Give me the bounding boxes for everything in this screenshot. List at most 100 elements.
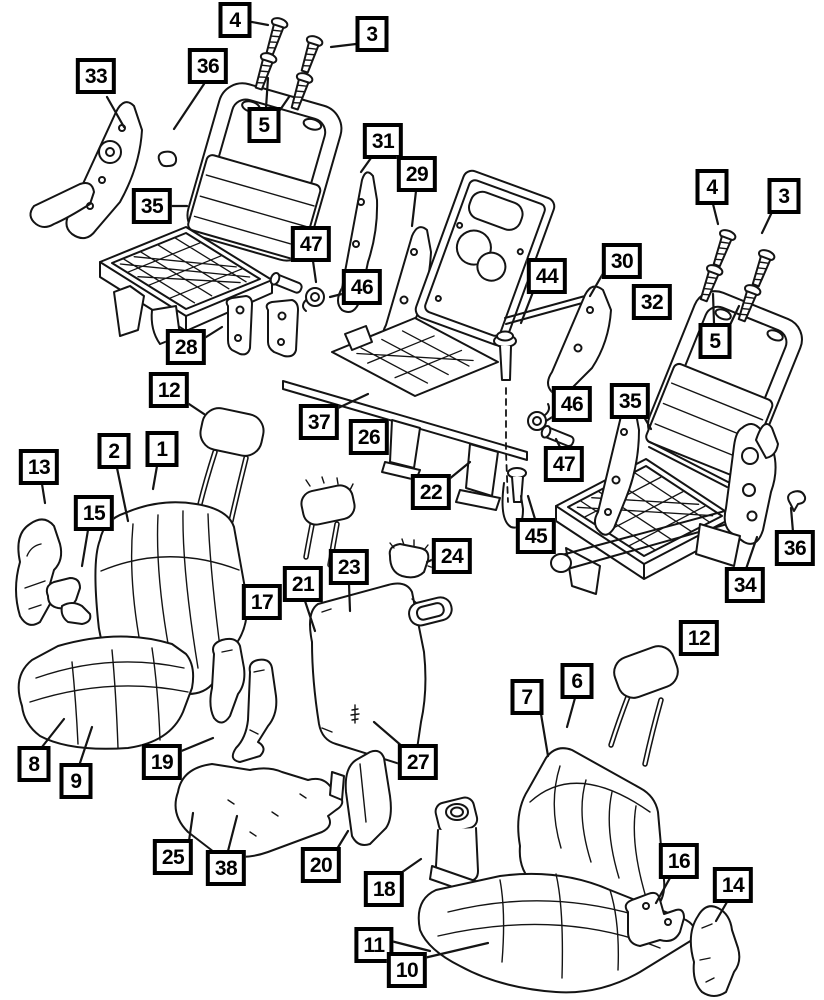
screw-45-and-hook — [501, 467, 527, 529]
leader-line-22 — [446, 460, 472, 482]
callout-47-25[interactable]: 47 — [543, 446, 585, 482]
callout-33-2[interactable]: 33 — [75, 58, 117, 94]
brackets-15 — [45, 577, 92, 625]
leader-line-6 — [565, 696, 577, 729]
callout-5-4[interactable]: 5 — [247, 107, 281, 143]
callout-6-36[interactable]: 6 — [560, 663, 594, 699]
headrest-12-left — [197, 407, 265, 524]
callout-13-22[interactable]: 13 — [18, 449, 60, 485]
latch-lever-right — [624, 891, 685, 947]
hook-clip-36-right — [787, 490, 807, 512]
leader-line-38 — [226, 814, 239, 853]
callout-18-46[interactable]: 18 — [363, 871, 405, 907]
callout-26-19[interactable]: 26 — [348, 419, 390, 455]
callout-2-23[interactable]: 2 — [97, 433, 131, 469]
callout-25-42[interactable]: 25 — [152, 839, 194, 875]
callout-37-18[interactable]: 37 — [298, 404, 340, 440]
leader-line-3 — [760, 210, 774, 235]
leader-line-7 — [539, 712, 550, 758]
callout-36-30[interactable]: 36 — [774, 530, 816, 566]
seatback-frame-left — [186, 82, 343, 262]
callout-35-20[interactable]: 35 — [609, 383, 651, 419]
callout-36-3[interactable]: 36 — [187, 48, 229, 84]
leader-line-5 — [711, 292, 716, 325]
callout-4-0[interactable]: 4 — [218, 2, 252, 38]
callout-15-27[interactable]: 15 — [73, 495, 115, 531]
callout-38-43[interactable]: 38 — [205, 850, 247, 886]
callout-47-10[interactable]: 47 — [290, 226, 332, 262]
callout-5-15[interactable]: 5 — [698, 323, 732, 359]
leader-line-37 — [334, 392, 370, 411]
leader-line-2 — [115, 466, 130, 523]
leader-line-1 — [151, 464, 159, 491]
callout-21-33[interactable]: 21 — [282, 566, 324, 602]
leader-line-5 — [278, 95, 291, 112]
leader-line-33 — [105, 95, 126, 129]
callout-9-41[interactable]: 9 — [59, 763, 93, 799]
recliner-30 — [504, 285, 612, 396]
back-panel-44 — [414, 169, 556, 347]
callout-8-38[interactable]: 8 — [17, 746, 51, 782]
leader-line-20 — [335, 829, 350, 851]
leader-line-45 — [526, 494, 537, 521]
spring-coil-46-right — [527, 403, 550, 431]
pivot-pin-47-left — [269, 271, 303, 294]
leader-line-25 — [187, 811, 195, 843]
callout-28-16[interactable]: 28 — [165, 329, 207, 365]
callout-30-11[interactable]: 30 — [601, 243, 643, 279]
leader-line-29 — [410, 189, 418, 228]
callout-12-17[interactable]: 12 — [148, 372, 190, 408]
leader-line-10 — [422, 941, 490, 960]
callout-16-45[interactable]: 16 — [658, 843, 700, 879]
leader-line-36 — [172, 82, 206, 131]
callout-3-1[interactable]: 3 — [355, 16, 389, 52]
leader-line-4 — [711, 202, 720, 226]
callout-10-49[interactable]: 10 — [386, 952, 428, 988]
callout-45-29[interactable]: 45 — [515, 518, 557, 554]
shield-20 — [329, 749, 392, 846]
armrest-bezel-24 — [388, 538, 453, 627]
leader-line-14 — [714, 900, 729, 923]
callout-20-44[interactable]: 20 — [300, 847, 342, 883]
leader-line-3 — [329, 42, 358, 49]
leader-line-11 — [389, 939, 432, 953]
leader-line-16 — [654, 876, 672, 905]
callout-7-37[interactable]: 7 — [510, 679, 544, 715]
callout-22-26[interactable]: 22 — [410, 474, 452, 510]
recliner-35-right — [594, 403, 640, 536]
cushion-frame-left — [100, 227, 272, 345]
clip-36-part — [157, 150, 178, 168]
callout-24-28[interactable]: 24 — [431, 538, 473, 574]
leader-line-34 — [744, 535, 759, 571]
callout-12-35[interactable]: 12 — [678, 620, 720, 656]
callout-14-47[interactable]: 14 — [712, 867, 754, 903]
headrest-12-right — [608, 645, 679, 767]
spring-coil-46-left — [302, 287, 325, 312]
floor-riser-beam-37 — [282, 380, 528, 511]
leader-line-27 — [372, 720, 405, 749]
leader-line-8 — [40, 717, 66, 749]
callout-35-9[interactable]: 35 — [131, 188, 173, 224]
callout-29-6[interactable]: 29 — [396, 156, 438, 192]
callout-34-32[interactable]: 34 — [724, 567, 766, 603]
callout-27-40[interactable]: 27 — [397, 744, 439, 780]
callout-31-5[interactable]: 31 — [362, 123, 404, 159]
callout-23-31[interactable]: 23 — [328, 549, 370, 585]
callout-3-8[interactable]: 3 — [767, 178, 801, 214]
callout-4-7[interactable]: 4 — [695, 169, 729, 205]
leader-line-15 — [80, 528, 90, 568]
leader-line-21 — [303, 599, 317, 633]
callout-46-21[interactable]: 46 — [551, 386, 593, 422]
leader-line-19 — [177, 736, 215, 754]
callout-46-13[interactable]: 46 — [341, 269, 383, 305]
trim-strip-right — [648, 441, 729, 488]
leader-line-5 — [264, 76, 270, 110]
callout-44-12[interactable]: 44 — [526, 258, 568, 294]
leader-line-4 — [250, 20, 270, 27]
callout-19-39[interactable]: 19 — [141, 744, 183, 780]
callout-32-14[interactable]: 32 — [631, 284, 673, 320]
callout-1-24[interactable]: 1 — [145, 431, 179, 467]
callout-17-34[interactable]: 17 — [241, 584, 283, 620]
